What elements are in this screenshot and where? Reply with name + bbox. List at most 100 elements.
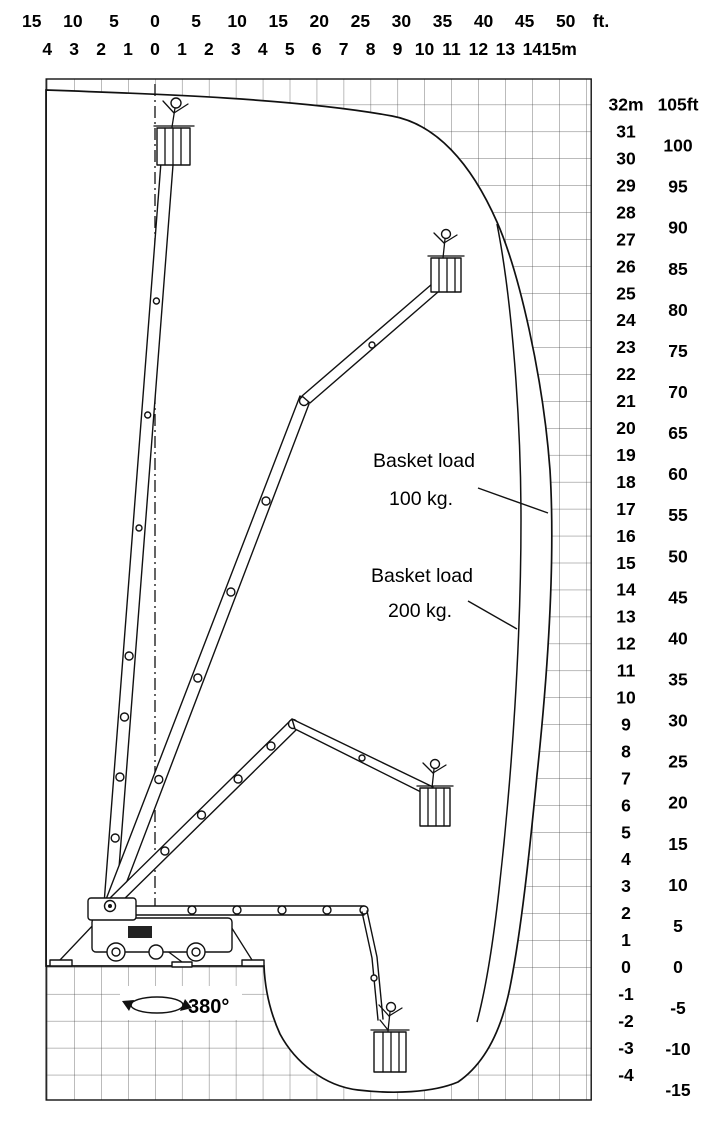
boom-position-high <box>104 228 465 911</box>
axis-tick: 80 <box>668 300 688 320</box>
axis-tick: 4 <box>42 39 52 59</box>
axis-tick: 75 <box>668 341 688 361</box>
axis-tick: 15 <box>668 834 688 854</box>
axis-tick: 45 <box>515 11 535 31</box>
axis-tick: 35 <box>668 670 688 690</box>
axis-tick: 35 <box>433 11 453 31</box>
axis-right-meters: 32m3130292827262524232221201918171615141… <box>608 95 643 1085</box>
basket-high <box>427 228 465 293</box>
axis-tick: -1 <box>618 984 634 1004</box>
axis-tick: 2 <box>204 39 214 59</box>
axis-tick: 100 <box>663 136 692 156</box>
axis-tick: 0 <box>150 39 160 59</box>
axis-tick: 9 <box>621 714 631 734</box>
axis-tick: 40 <box>474 11 494 31</box>
axis-tick: 7 <box>339 39 349 59</box>
envelope-200kg <box>476 223 522 1023</box>
basket-mid <box>416 758 454 827</box>
axis-tick: 10 <box>668 875 688 895</box>
axis-tick: 8 <box>366 39 376 59</box>
axis-tick: 21 <box>616 391 636 411</box>
basket-top <box>153 97 195 166</box>
axis-tick: 2 <box>96 39 106 59</box>
axis-tick: 32m <box>608 95 643 115</box>
axis-tick: -5 <box>670 998 686 1018</box>
axis-tick: 5 <box>621 822 631 842</box>
axis-tick: 60 <box>668 464 688 484</box>
axis-tick: 5 <box>191 11 201 31</box>
axis-tick: 95 <box>668 177 688 197</box>
axis-tick: 30 <box>392 11 412 31</box>
axis-tick: 0 <box>673 957 683 977</box>
axis-tick: 25 <box>351 11 371 31</box>
operator-figure <box>433 228 458 259</box>
machine-drawings <box>49 97 465 1073</box>
axis-tick: 13 <box>616 607 636 627</box>
axis-tick: 1 <box>123 39 133 59</box>
leader-100kg <box>477 487 549 514</box>
boom-position-horizontal <box>119 905 410 1073</box>
rotation-angle-label: 380° <box>188 996 229 1018</box>
axis-tick: 55 <box>668 505 688 525</box>
operator-figure <box>162 97 189 128</box>
axis-tick: 20 <box>668 793 688 813</box>
axis-tick: 5 <box>673 916 683 936</box>
axis-tick: 15m <box>542 39 577 59</box>
basket-load-100-line1: Basket load <box>373 450 475 472</box>
axis-tick: 8 <box>621 741 631 761</box>
basket-load-100-line2: 100 kg. <box>389 488 453 510</box>
axis-tick: 0 <box>621 957 631 977</box>
basket-load-200-line2: 200 kg. <box>388 600 452 622</box>
axis-tick: -10 <box>665 1039 691 1059</box>
axis-tick: 23 <box>616 337 636 357</box>
axis-tick: 14 <box>523 39 543 59</box>
axis-tick: 3 <box>231 39 241 59</box>
axis-tick: 11 <box>617 661 636 681</box>
axis-tick: 4 <box>258 39 268 59</box>
axis-tick: -3 <box>618 1038 634 1058</box>
axis-tick: 105ft <box>658 95 699 115</box>
axis-tick: 50 <box>556 11 576 31</box>
axis-tick: 70 <box>668 382 688 402</box>
axis-tick: 6 <box>312 39 322 59</box>
axis-tick: 10 <box>616 688 636 708</box>
plot-border <box>45 78 592 1101</box>
axis-tick: 10 <box>227 11 247 31</box>
axis-tick: 90 <box>668 218 688 238</box>
axis-tick: 25 <box>668 752 688 772</box>
leader-200kg <box>467 600 518 630</box>
axis-tick: 16 <box>616 526 636 546</box>
axis-tick: 3 <box>69 39 79 59</box>
operator-figure <box>378 1001 403 1032</box>
axis-tick: 85 <box>668 259 688 279</box>
axis-tick: 25 <box>616 283 636 303</box>
axis-tick: 18 <box>616 472 636 492</box>
axis-tick: 31 <box>616 122 636 142</box>
axis-tick: 15 <box>268 11 288 31</box>
axis-tick: 45 <box>668 587 688 607</box>
axis-tick: ft. <box>593 11 610 31</box>
axis-tick: 10 <box>63 11 83 31</box>
axis-tick: 26 <box>616 256 636 276</box>
axis-tick: 19 <box>616 445 636 465</box>
axis-tick: 17 <box>616 499 635 519</box>
axis-tick: 10 <box>415 39 435 59</box>
axis-tick: 28 <box>616 202 636 222</box>
axis-tick: 20 <box>310 11 330 31</box>
axis-tick: -15 <box>665 1080 691 1100</box>
axis-tick: 1 <box>621 930 631 950</box>
axis-tick: 4 <box>621 849 631 869</box>
axis-tick: 29 <box>616 175 636 195</box>
machine-base <box>49 897 265 968</box>
axis-tick: 27 <box>616 229 635 249</box>
rotation-arrow-left-icon <box>122 1000 134 1011</box>
axis-tick: 12 <box>469 39 489 59</box>
axis-tick: 15 <box>22 11 42 31</box>
rotation-arrow-right-icon <box>180 999 192 1011</box>
axis-tick: 1 <box>177 39 187 59</box>
axis-tick: 14 <box>616 580 636 600</box>
brand-mark <box>128 926 152 938</box>
axis-tick: 50 <box>668 546 688 566</box>
